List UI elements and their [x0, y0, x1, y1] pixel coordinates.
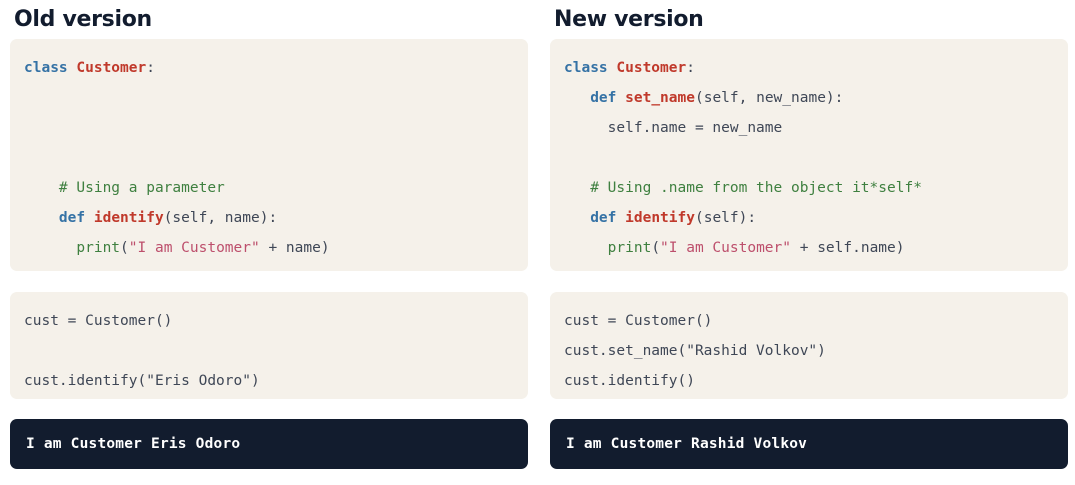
code-text-old-class: class Customer: ​ ​ ​ # Using a paramete…: [24, 60, 330, 256]
code-text-old-usage: cust = Customer() ​ cust.identify("Eris …: [24, 313, 260, 389]
output-text-old: I am Customer Eris Odoro: [26, 436, 241, 452]
code-block-new-usage: cust = Customer() cust.set_name("Rashid …: [550, 292, 1068, 399]
column-old-version: Old version class Customer: ​ ​ ​ # Usin…: [10, 0, 528, 469]
code-text-new-class: class Customer: def set_name(self, new_n…: [564, 60, 922, 256]
heading-new-version: New version: [554, 7, 704, 32]
comparison-columns: Old version class Customer: ​ ​ ​ # Usin…: [10, 0, 1068, 469]
code-block-new-class: class Customer: def set_name(self, new_n…: [550, 39, 1068, 271]
column-new-version: New version class Customer: def set_name…: [550, 0, 1068, 469]
output-text-new: I am Customer Rashid Volkov: [566, 436, 808, 452]
code-block-old-class: class Customer: ​ ​ ​ # Using a paramete…: [10, 39, 528, 271]
output-block-old: I am Customer Eris Odoro: [10, 419, 528, 469]
output-block-new: I am Customer Rashid Volkov: [550, 419, 1068, 469]
heading-old-version: Old version: [14, 7, 152, 32]
code-text-new-usage: cust = Customer() cust.set_name("Rashid …: [564, 313, 826, 389]
code-block-old-usage: cust = Customer() ​ cust.identify("Eris …: [10, 292, 528, 399]
